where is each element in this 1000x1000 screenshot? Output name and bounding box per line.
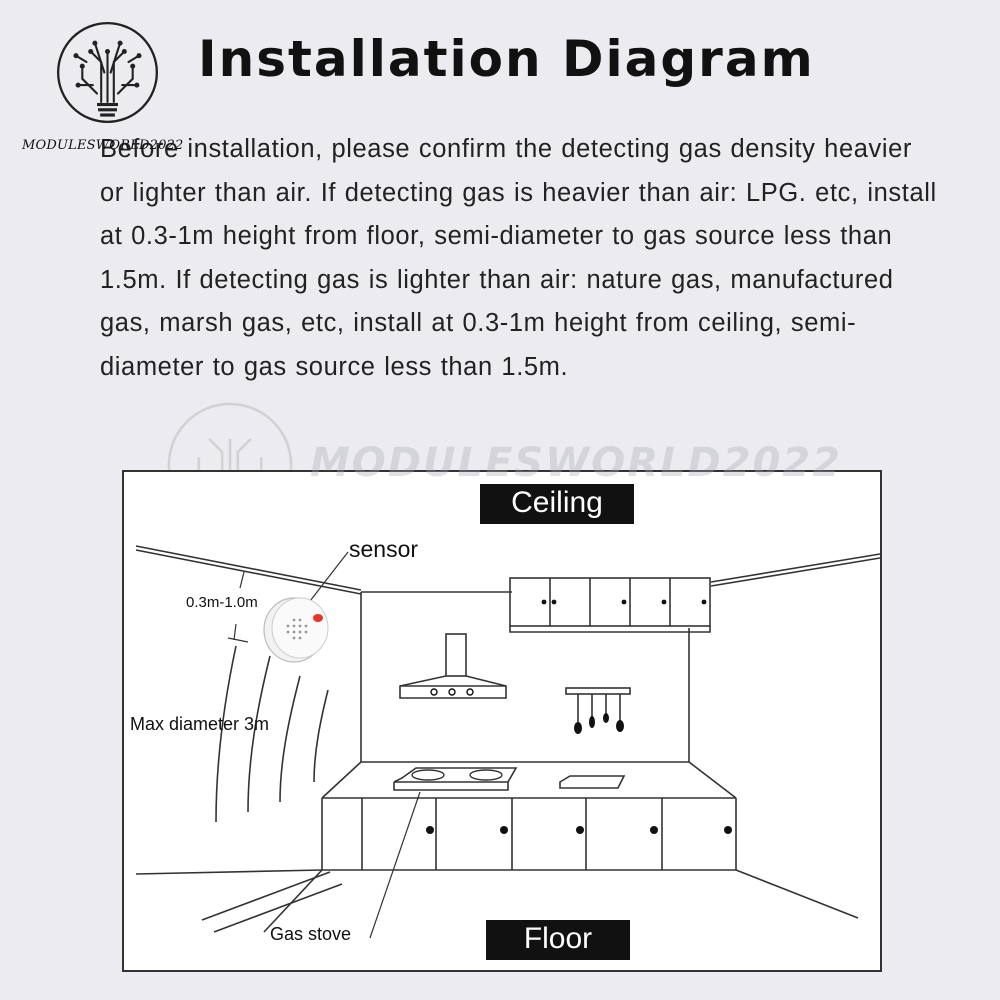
brand-logo-icon [56, 21, 159, 124]
ceiling-label: Ceiling [480, 484, 634, 524]
gas-stove-label: Gas stove [270, 924, 352, 944]
watermark-text: MODULESWORLD2022 [310, 440, 843, 486]
installation-diagram: Ceiling Floor sensor 0.3m-1.0m Max diame… [122, 470, 882, 972]
height-range-label: 0.3m-1.0m [186, 594, 258, 611]
sensor-label: sensor [349, 536, 419, 562]
brand-logo-text: MODULESWORLD2022 [22, 138, 184, 153]
installation-instructions: Before installation, please confirm the … [100, 135, 937, 381]
kitchen-illustration [135, 545, 880, 939]
max-diameter-label: Max diameter 3m [130, 714, 270, 734]
floor-label: Floor [486, 920, 630, 960]
page-title: Installation Diagram [198, 30, 815, 88]
gas-sensor-icon [263, 597, 329, 663]
